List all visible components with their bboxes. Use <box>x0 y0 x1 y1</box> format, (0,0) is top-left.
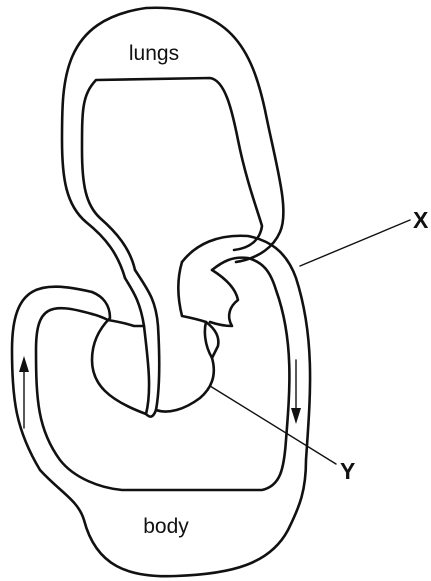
label-x: X <box>413 207 429 233</box>
body-loop-inner <box>36 258 289 490</box>
label-lungs: lungs <box>129 42 179 65</box>
label-body: body <box>143 515 189 538</box>
heart-septum-right <box>135 270 159 410</box>
down-arrow-icon <box>291 408 301 424</box>
label-y: Y <box>340 458 355 484</box>
label-y-leader <box>210 386 336 464</box>
heart-right-ventricle <box>206 322 218 358</box>
up-arrow-icon <box>19 356 29 372</box>
label-x-leader <box>300 220 410 266</box>
lung-loop-inner <box>82 78 262 270</box>
heart <box>92 262 238 417</box>
heart-septum-left <box>125 278 149 414</box>
down-arrow <box>291 360 301 424</box>
up-arrow <box>19 356 29 428</box>
heart-left-side <box>92 292 146 414</box>
heart-right-side <box>156 262 214 412</box>
heart-left-atrium <box>92 314 144 326</box>
heart-right-atrium <box>210 270 238 326</box>
